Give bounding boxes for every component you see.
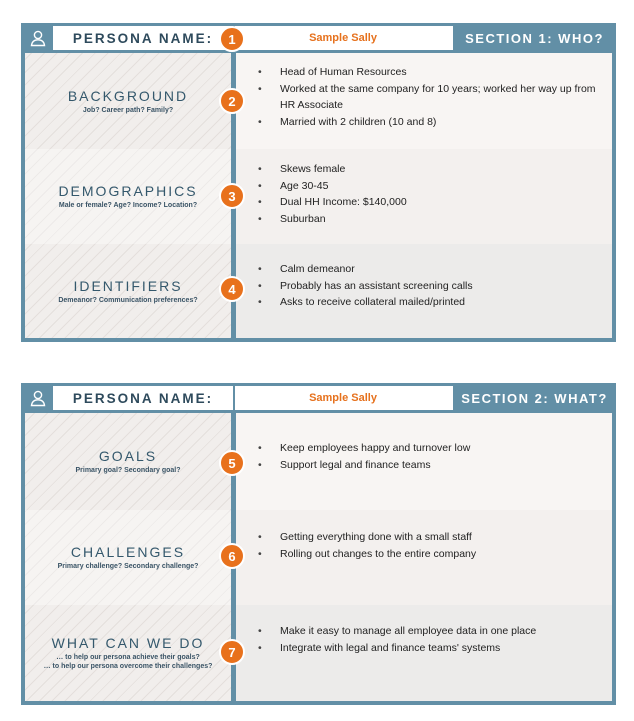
persona-name-label: PERSONA NAME: (53, 26, 233, 50)
list-item: Worked at the same company for 10 years;… (258, 81, 602, 114)
step-badge: 5 (219, 450, 245, 476)
step-badge: 3 (219, 183, 245, 209)
row-title: WHAT CAN WE DO (51, 635, 205, 651)
persona-card-what: PERSONA NAME: Sample Sally SECTION 2: WH… (21, 383, 616, 705)
persona-card-who: PERSONA NAME: Sample Sally SECTION 1: WH… (21, 23, 616, 342)
bullet-list: Skews female Age 30-45 Dual HH Income: $… (258, 161, 602, 227)
content-column: Keep employees happy and turnover low Su… (236, 413, 612, 701)
row-subtitle: … to help our persona overcome their cha… (43, 663, 213, 670)
list-item: Integrate with legal and finance teams' … (258, 640, 602, 657)
what-can-we-do-content: Make it easy to manage all employee data… (236, 605, 612, 701)
bullet-list: Keep employees happy and turnover low Su… (258, 440, 602, 473)
list-item: Support legal and finance teams (258, 457, 602, 474)
row-title: DEMOGRAPHICS (58, 183, 198, 199)
list-item: Skews female (258, 161, 602, 178)
person-icon (30, 390, 46, 407)
content-column: Head of Human Resources Worked at the sa… (236, 53, 612, 338)
row-subtitle: Demeanor? Communication preferences? (58, 296, 198, 304)
what-can-we-do-label: WHAT CAN WE DO … to help our persona ach… (25, 605, 231, 701)
list-item: Suburban (258, 211, 602, 228)
step-badge: 6 (219, 543, 245, 569)
identifiers-content: Calm demeanor Probably has an assistant … (236, 244, 612, 338)
bullet-list: Getting everything done with a small sta… (258, 529, 602, 562)
background-label: BACKGROUND Job? Career path? Family? (25, 53, 231, 149)
background-content: Head of Human Resources Worked at the sa… (236, 53, 612, 149)
persona-name-label: PERSONA NAME: (53, 386, 233, 410)
row-title: CHALLENGES (70, 544, 186, 560)
section-title: SECTION 1: WHO? (465, 30, 604, 46)
row-subtitle: Primary goal? Secondary goal? (75, 467, 181, 474)
label-column: BACKGROUND Job? Career path? Family? DEM… (25, 53, 231, 338)
row-title: IDENTIFIERS (73, 277, 183, 294)
step-badge: 7 (219, 639, 245, 665)
list-item: Head of Human Resources (258, 64, 602, 81)
row-subtitle: Male or female? Age? Income? Location? (58, 202, 198, 209)
section-title: SECTION 2: WHAT? (461, 390, 608, 406)
bullet-list: Make it easy to manage all employee data… (258, 623, 602, 656)
step-badge: 1 (219, 26, 245, 52)
goals-label: GOALS Primary goal? Secondary goal? (25, 413, 231, 510)
card-header: PERSONA NAME: Sample Sally SECTION 1: WH… (21, 23, 616, 53)
goals-content: Keep employees happy and turnover low Su… (236, 413, 612, 510)
row-subtitle: … to help our persona achieve their goal… (56, 654, 200, 661)
list-item: Married with 2 children (10 and 8) (258, 114, 602, 131)
list-item: Getting everything done with a small sta… (258, 529, 602, 546)
identifiers-label: IDENTIFIERS Demeanor? Communication pref… (25, 244, 231, 338)
row-title: GOALS (98, 448, 158, 464)
demographics-label: DEMOGRAPHICS Male or female? Age? Income… (25, 149, 231, 244)
demographics-content: Skews female Age 30-45 Dual HH Income: $… (236, 149, 612, 244)
row-subtitle: Job? Career path? Family? (82, 106, 174, 114)
header-divider (233, 386, 235, 410)
card-body: GOALS Primary goal? Secondary goal? CHAL… (25, 413, 612, 701)
card-header: PERSONA NAME: Sample Sally SECTION 2: WH… (21, 383, 616, 413)
list-item: Dual HH Income: $140,000 (258, 194, 602, 211)
list-item: Age 30-45 (258, 178, 602, 195)
label-column: GOALS Primary goal? Secondary goal? CHAL… (25, 413, 231, 701)
step-badge: 2 (219, 88, 245, 114)
persona-name-value: Sample Sally (233, 386, 453, 410)
bullet-list: Head of Human Resources Worked at the sa… (258, 64, 602, 130)
list-item: Make it easy to manage all employee data… (258, 623, 602, 640)
list-item: Calm demeanor (258, 261, 602, 278)
row-title: BACKGROUND (67, 87, 189, 104)
challenges-label: CHALLENGES Primary challenge? Secondary … (25, 510, 231, 605)
person-icon (30, 30, 46, 47)
list-item: Probably has an assistant screening call… (258, 278, 602, 295)
bullet-list: Calm demeanor Probably has an assistant … (258, 261, 602, 311)
persona-name-value: Sample Sally (233, 26, 453, 50)
row-subtitle: Primary challenge? Secondary challenge? (57, 563, 199, 570)
step-badge: 4 (219, 276, 245, 302)
list-item: Asks to receive collateral mailed/printe… (258, 294, 602, 311)
challenges-content: Getting everything done with a small sta… (236, 510, 612, 605)
list-item: Rolling out changes to the entire compan… (258, 546, 602, 563)
list-item: Keep employees happy and turnover low (258, 440, 602, 457)
card-body: BACKGROUND Job? Career path? Family? DEM… (25, 53, 612, 338)
